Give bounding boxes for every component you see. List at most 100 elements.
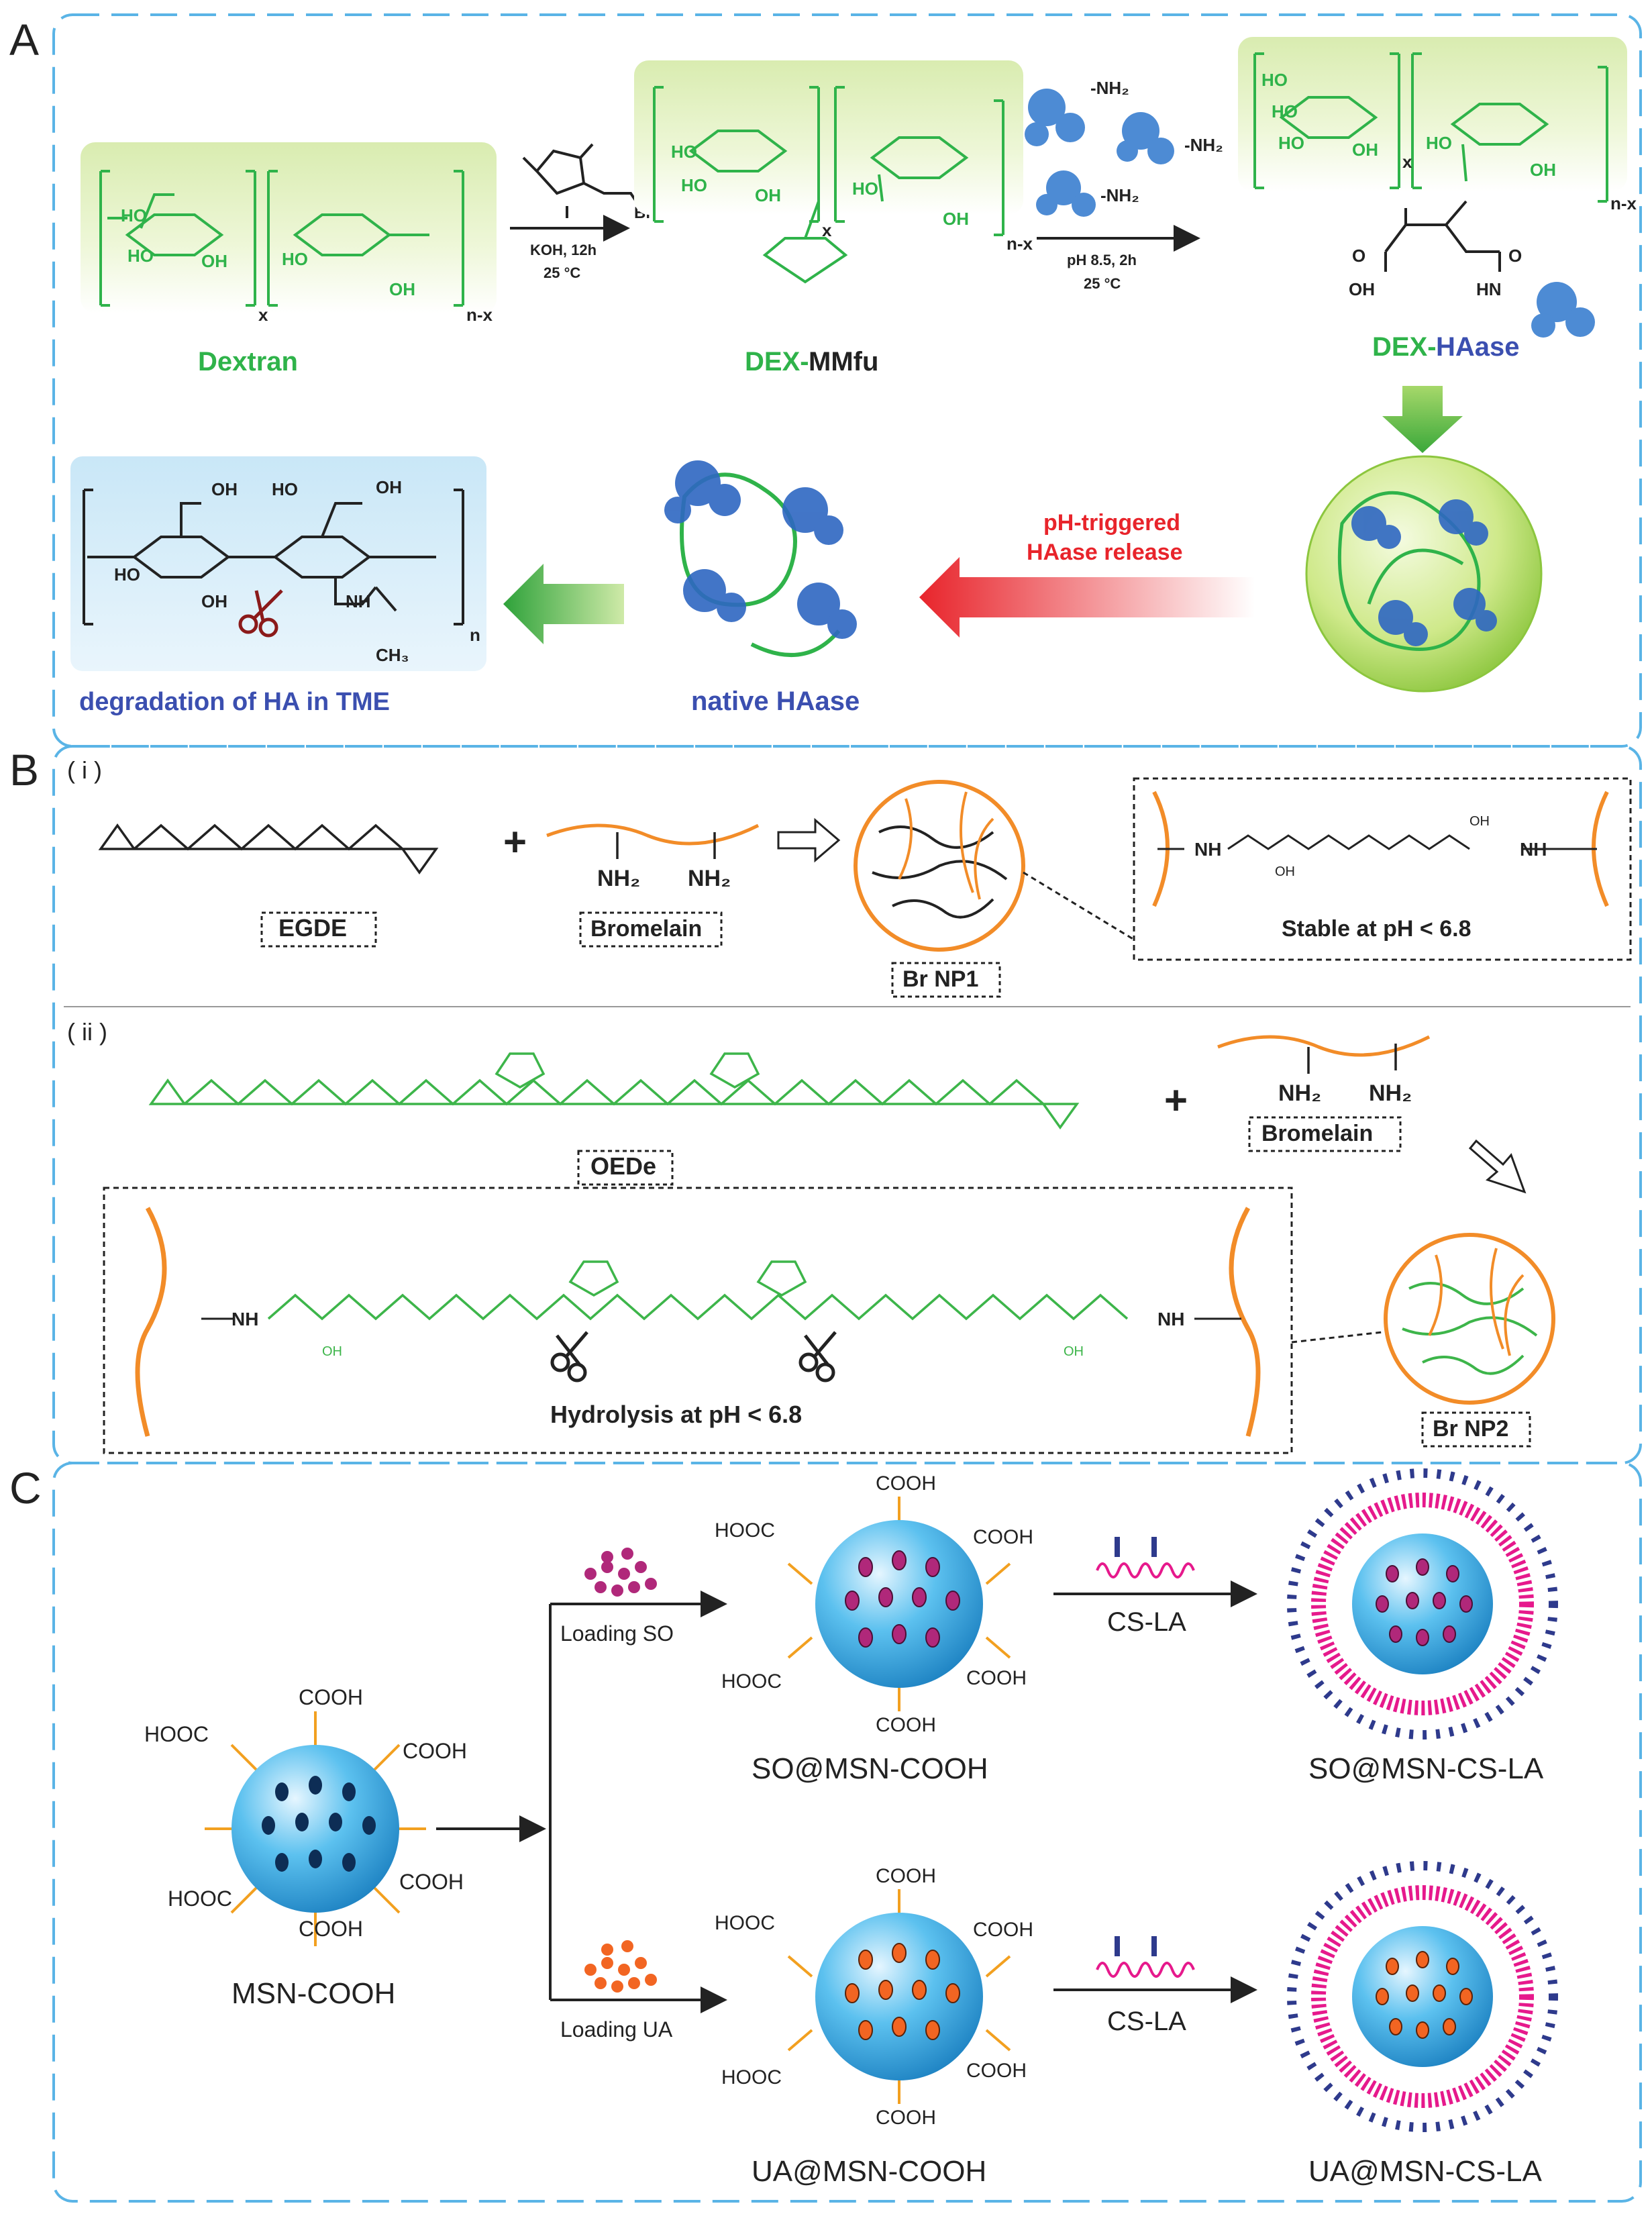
- mmfu-bromide-reagent: [522, 143, 646, 218]
- enzyme-nh2-3: -NH₂: [1100, 185, 1139, 205]
- hydro-nh-1: NH: [231, 1309, 258, 1329]
- msn-sphere: [231, 1745, 399, 1913]
- ua-cargo-dots: [584, 1940, 657, 1993]
- plus-1: +: [503, 819, 527, 864]
- ha-ch3: CH₃: [376, 645, 409, 665]
- panel-a-letter: A: [9, 15, 39, 64]
- hollow-arrow-2: [1468, 1139, 1527, 1194]
- msn-cooh-top: COOH: [299, 1685, 363, 1709]
- dextran-label: Dextran: [198, 347, 298, 376]
- scissors-icon-1: [550, 1331, 588, 1382]
- ua-cooh-bottom: COOH: [876, 2107, 936, 2129]
- dexhaase-o-1: O: [1352, 246, 1365, 266]
- so-cargo-dots: [584, 1548, 657, 1597]
- dexhaase-hn: HN: [1476, 279, 1502, 299]
- csla-ligands-top: [1115, 1537, 1157, 1557]
- ua-cooh-br: COOH: [966, 2060, 1027, 2082]
- ua-final-label: UA@MSN-CS-LA: [1308, 2155, 1542, 2188]
- ha-oh-1: OH: [211, 479, 238, 499]
- so-msn-label: SO@MSN-COOH: [752, 1752, 988, 1785]
- bromelain-label-2: Bromelain: [1261, 1121, 1373, 1146]
- stable-box: [1133, 777, 1632, 961]
- ha-structure: [83, 489, 464, 625]
- ha-box: [70, 456, 486, 671]
- ha-n: n: [470, 625, 480, 645]
- ha-ho-1: HO: [272, 479, 298, 499]
- msn-carboxyl-stalks: [205, 1711, 426, 1946]
- ua-msn-pores: [845, 1943, 960, 2040]
- stable-nh-1: NH: [1194, 839, 1221, 860]
- csla-icon-top: [1096, 1562, 1195, 1578]
- hydro-nh-2: NH: [1157, 1309, 1184, 1329]
- hydrolysis-box: [103, 1187, 1293, 1454]
- msn-cooh-bottom: COOH: [299, 1917, 363, 1941]
- brnp2-particle: [1384, 1233, 1555, 1405]
- ua-msn-sphere: [815, 1913, 983, 2080]
- hollow-arrow-1: [777, 817, 841, 863]
- step2-cond-1: pH 8.5, 2h: [1067, 252, 1137, 268]
- so-cooh-bottom: COOH: [876, 1714, 936, 1736]
- ua-msn-stalks: [787, 1889, 1011, 2104]
- oede-structure: [148, 1052, 1080, 1130]
- dexhaase-nx: n-x: [1610, 193, 1637, 213]
- so-hooc-bl: HOOC: [721, 1670, 782, 1693]
- amine-bonds-1: [616, 832, 716, 859]
- ua-hooc-tl: HOOC: [715, 1912, 775, 1934]
- hydro-oh-2: OH: [1064, 1344, 1084, 1359]
- dexhaase-oh-acid: OH: [1349, 279, 1375, 299]
- msn-cooh-tr: COOH: [403, 1739, 467, 1763]
- dexmmfu-nx: n-x: [1006, 234, 1033, 254]
- callout-line-2: [1291, 1331, 1383, 1344]
- dexhaase-ho-2: HO: [1272, 101, 1298, 121]
- panel-b-letter: B: [9, 745, 39, 795]
- dexhaase-label-haase: HAase: [1436, 332, 1520, 362]
- dexhaase-oh-2: OH: [1530, 160, 1556, 180]
- loading-ua-label: Loading UA: [560, 2017, 673, 2042]
- green-left-arrow: [503, 564, 624, 644]
- nanoparticle-contents: [1337, 491, 1497, 651]
- brnp2-box: [1421, 1411, 1531, 1448]
- dexhaase-linker: [1384, 200, 1501, 272]
- ua-cooh-top: COOH: [876, 1865, 936, 1887]
- ha-nh: NH: [346, 591, 371, 611]
- scissors-icon: [238, 589, 283, 638]
- release-line-1: pH-triggered: [1043, 510, 1180, 536]
- so-cooh-top: COOH: [876, 1472, 936, 1495]
- so-msn-pores: [845, 1550, 960, 1648]
- so-final-particle: [1287, 1468, 1558, 1740]
- ua-cooh-tr: COOH: [973, 1919, 1033, 1941]
- bromelain-box-1: [579, 911, 723, 948]
- dextran-oh-2: OH: [389, 279, 415, 299]
- release-line-2: HAase release: [1027, 540, 1183, 565]
- so-hooc-tl: HOOC: [715, 1519, 775, 1542]
- dextran-ho-3: HO: [282, 249, 308, 269]
- panel-a-frame: [52, 13, 1642, 748]
- step2-cond-2: 25 °C: [1084, 275, 1121, 292]
- bromelain-chain-1: [546, 823, 760, 846]
- plus-2: +: [1164, 1078, 1188, 1123]
- dexhaase-x: x: [1402, 152, 1412, 172]
- brnp2-network: [1402, 1248, 1538, 1375]
- native-haase-cluster: [664, 460, 857, 657]
- csla-ligands-bottom: [1115, 1936, 1157, 1956]
- amine-bonds-2: [1307, 1044, 1397, 1074]
- degradation-label: degradation of HA in TME: [79, 688, 390, 716]
- egde-label: EGDE: [278, 914, 347, 942]
- loading-so-label: Loading SO: [560, 1621, 674, 1646]
- csla-icon-bottom: [1096, 1962, 1195, 1978]
- stable-nh-2: NH: [1520, 839, 1547, 860]
- haase-enzymes: [1025, 89, 1174, 217]
- dexhaase-band: [1238, 37, 1627, 191]
- branch-arrows: [436, 1591, 727, 2013]
- ua-final-particle: [1287, 1861, 1558, 2132]
- dexmmfu-label-mmfu: MMfu: [809, 347, 878, 376]
- dexmmfu-oh-1: OH: [755, 185, 781, 205]
- panel-c-letter: C: [9, 1463, 42, 1513]
- nh2-i-1: NH₂: [597, 866, 640, 891]
- bromelain-box-2: [1248, 1116, 1402, 1152]
- stable-linker: [1152, 791, 1609, 907]
- dextran-x: x: [258, 305, 268, 325]
- msn-hooc-tl: HOOC: [144, 1722, 209, 1746]
- bromelain-chain-2: [1217, 1035, 1431, 1057]
- callout-line-1: [1023, 871, 1135, 941]
